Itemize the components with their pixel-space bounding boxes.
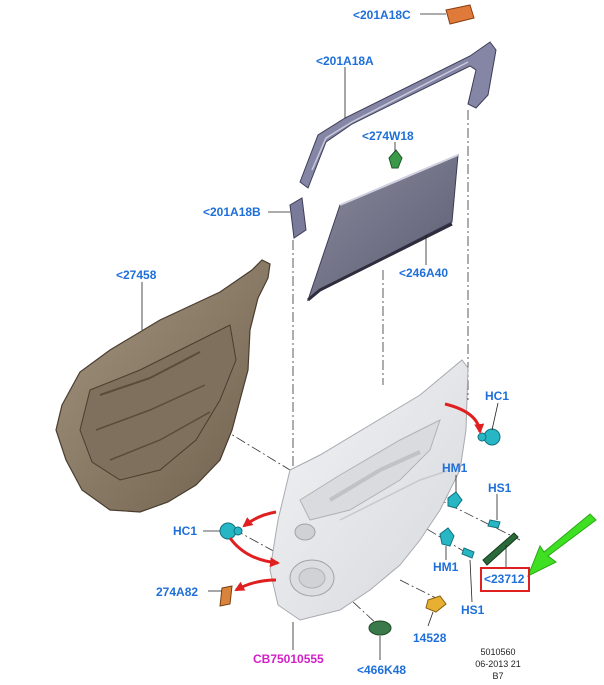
clip-hm1-top [447, 491, 463, 509]
door-trim-panel [269, 359, 469, 621]
red-arrow-hc1-left-b [228, 537, 280, 568]
callout-hs1-bottom: HS1 [461, 603, 485, 617]
red-arrow-274a82 [234, 578, 277, 592]
callout-201A18B: <201A18B [203, 205, 261, 219]
callout-27458: <27458 [116, 268, 157, 282]
reference-line-1: 5010560 [480, 647, 516, 657]
reference-line-3: B7 [492, 671, 504, 681]
callout-23712: <23712 [484, 572, 525, 586]
part-201A18B [289, 197, 307, 239]
red-arrow-hc1-right [444, 402, 485, 434]
clip-hm1-bottom [439, 527, 455, 547]
highlight-box-23712 [480, 567, 530, 592]
part-14528 [425, 595, 447, 613]
leader-lines [141, 13, 507, 660]
part-27458 [55, 259, 271, 513]
clip-hs1-top [487, 519, 501, 529]
callout-274W18: <274W18 [362, 129, 414, 143]
part-274W18 [388, 149, 403, 169]
red-arrows [228, 402, 485, 592]
green-arrow [527, 513, 597, 578]
callout-201A18A: <201A18A [316, 54, 374, 68]
reference-line-2: 06-2013 21 [475, 659, 521, 669]
red-arrow-hc1-left [242, 510, 277, 528]
clip-hc1-left [219, 522, 243, 540]
assembly-lines [174, 110, 521, 626]
callout-hs1-top: HS1 [488, 481, 512, 495]
part-466K48 [368, 620, 392, 636]
part-246A40 [306, 154, 459, 302]
clip-hs1-bottom [461, 547, 475, 559]
part-274A82 [219, 585, 233, 607]
callout-hc1-right: HC1 [485, 389, 510, 403]
callout-CB75010555: CB75010555 [253, 652, 324, 666]
callout-hm1-bottom: HM1 [433, 560, 459, 574]
part-201A18A [299, 41, 497, 189]
part-201A18C [445, 4, 475, 25]
callout-hc1-left: HC1 [173, 524, 198, 538]
callout-246A40: <246A40 [399, 266, 449, 280]
callout-274A82: 274A82 [156, 585, 199, 599]
callout-201A18C: <201A18C [353, 8, 411, 22]
callout-hm1-top: HM1 [442, 461, 468, 475]
clip-hc1-right [477, 428, 501, 446]
callout-466K48: <466K48 [357, 663, 407, 677]
callout-14528: 14528 [413, 631, 447, 645]
part-23712 [482, 532, 519, 566]
